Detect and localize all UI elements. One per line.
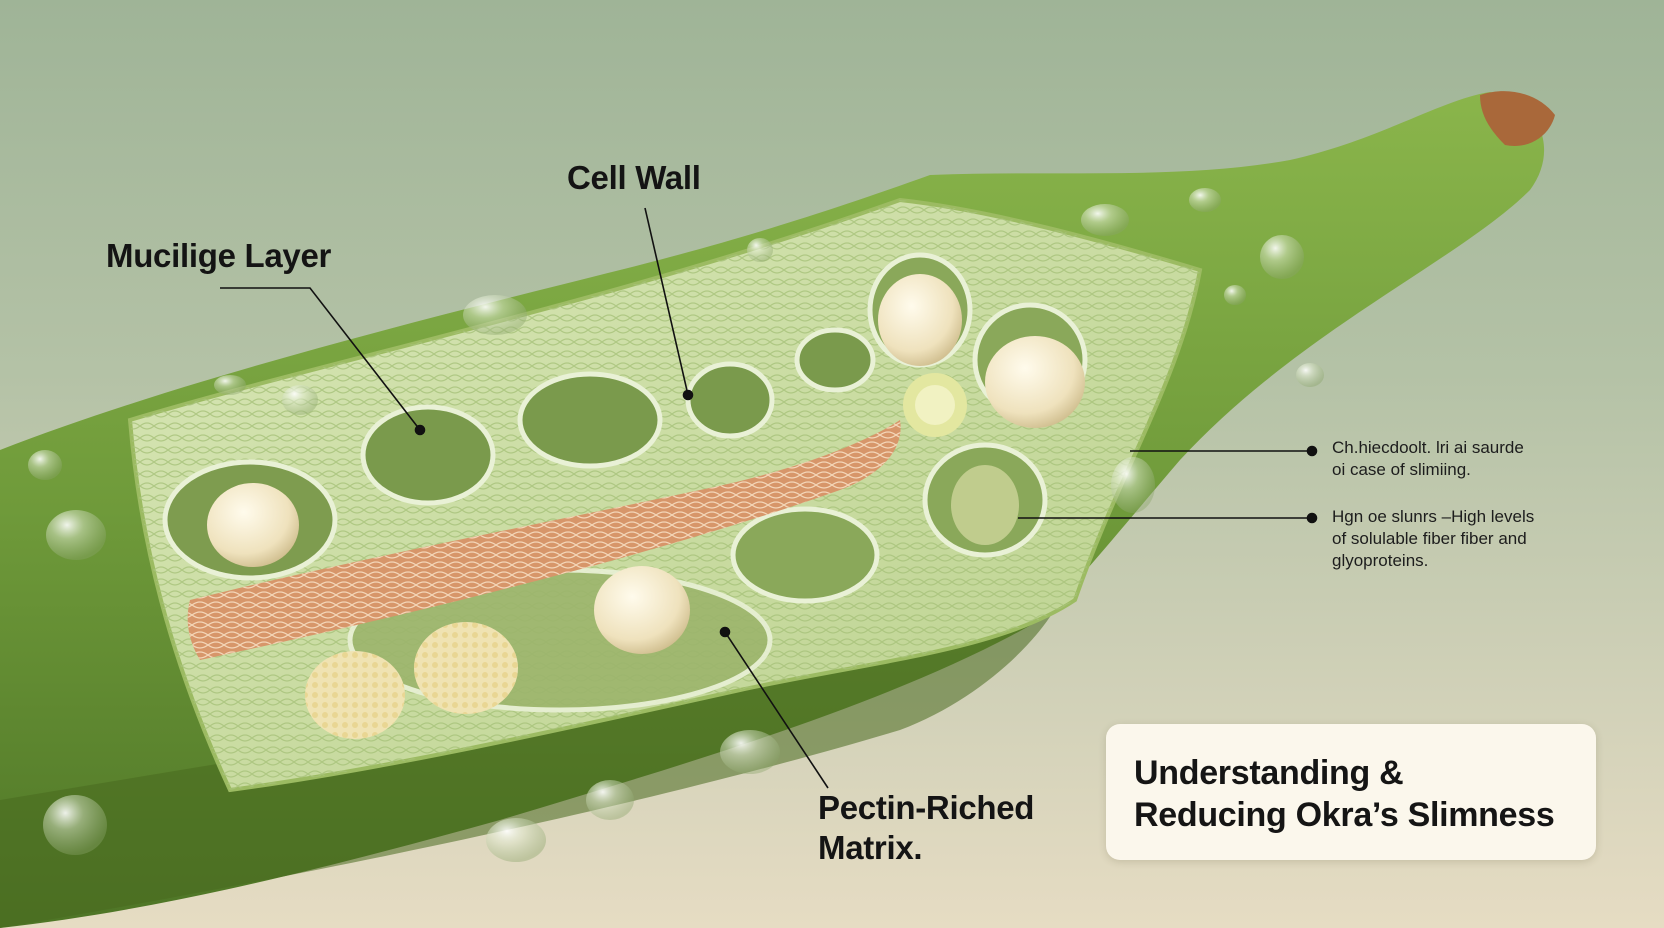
note2-line3: glyoproteins.	[1332, 551, 1429, 570]
okra-pod-shadow	[0, 600, 1060, 928]
leader-lines	[220, 207, 1318, 789]
label-pectin-line2: Matrix.	[818, 829, 923, 866]
label-pectin-line1: Pectin-Riched	[818, 789, 1035, 826]
central-axis	[903, 373, 967, 437]
label-pectin-matrix: Pectin-Riched Matrix.	[818, 788, 1034, 868]
placenta-texture	[187, 420, 901, 660]
note2-line1: Hgn oe slunrs –High levels	[1332, 507, 1535, 526]
title-line2: Reducing Okra’s Slimness	[1134, 796, 1555, 834]
note-high-fiber: Hgn oe slunrs –High levels of solulable …	[1332, 506, 1534, 572]
okra-stem-tip	[1480, 91, 1555, 146]
title-line1: Understanding &	[1134, 754, 1404, 792]
title-card: Understanding & Reducing Okra’s Slimness	[1106, 724, 1596, 860]
label-cell-wall: Cell Wall	[567, 159, 701, 196]
note1-line1: Ch.hiecdoolt. lri ai saurde	[1332, 438, 1524, 457]
label-mucilage-layer: Mucilige Layer	[106, 237, 332, 274]
note-slimming-cause: Ch.hiecdoolt. lri ai saurde oi case of s…	[1332, 437, 1524, 481]
note1-line2: oi case of slimiing.	[1332, 460, 1471, 479]
water-droplets	[28, 188, 1324, 862]
note2-line2: of solulable fiber fiber and	[1332, 529, 1527, 548]
title-text: Understanding & Reducing Okra’s Slimness	[1134, 752, 1589, 836]
seeds	[207, 274, 1085, 739]
